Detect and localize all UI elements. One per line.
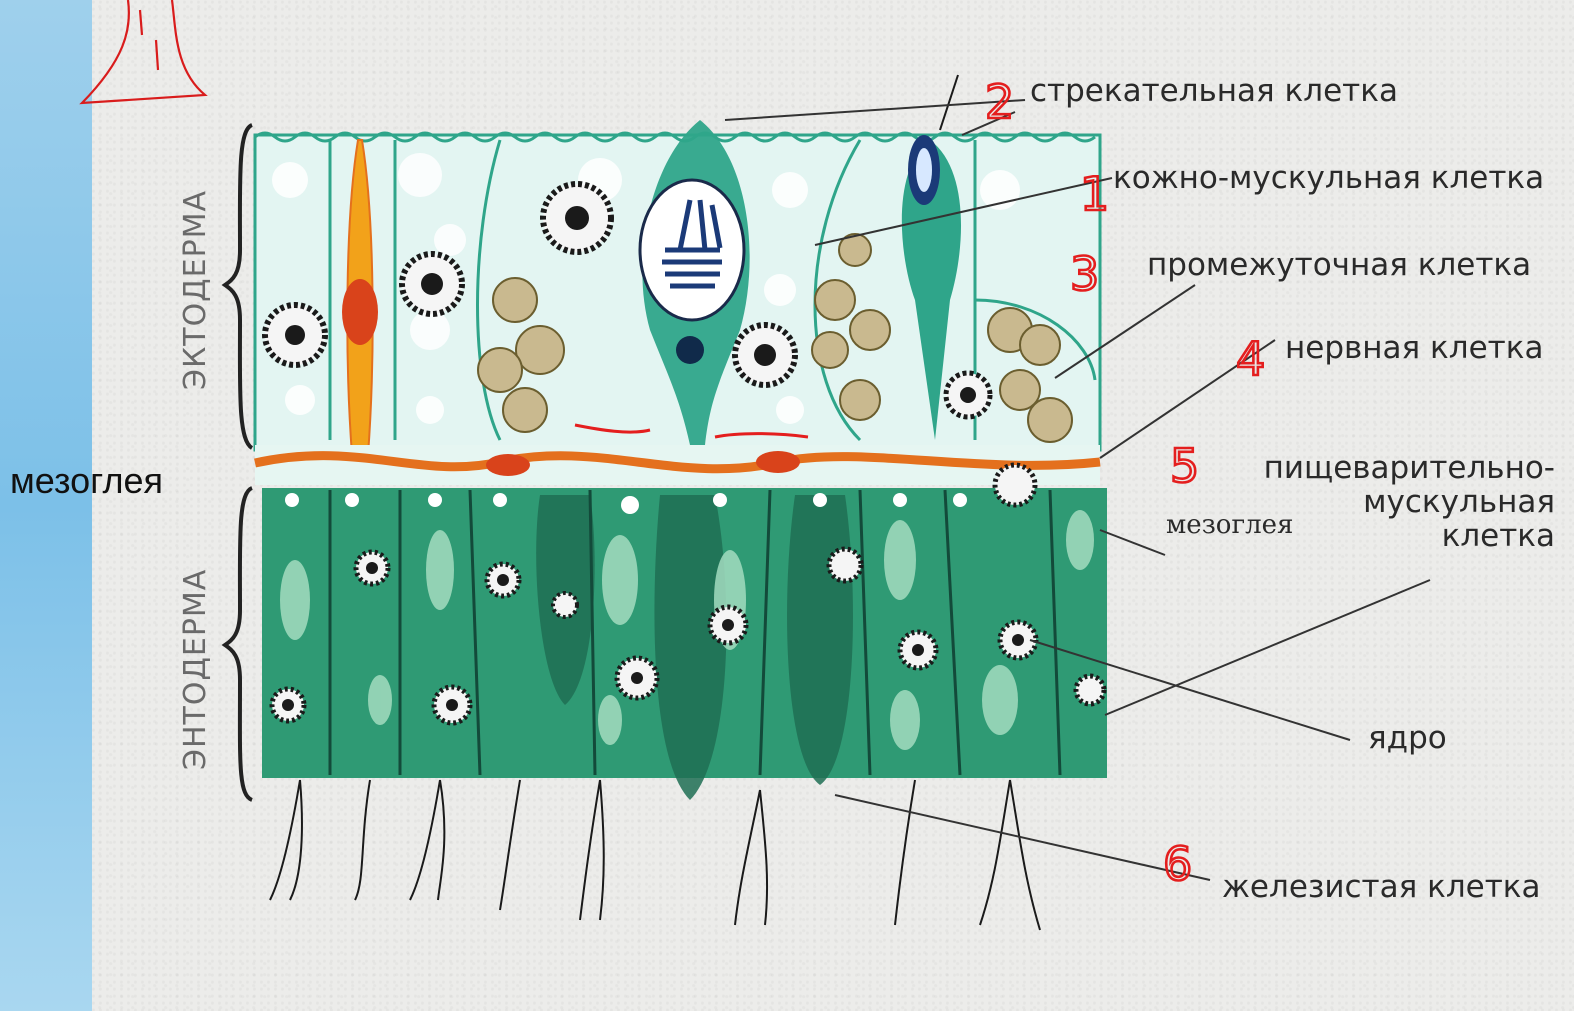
label-nucleus: ядро	[1368, 720, 1447, 756]
label-mesoglea: мезоглея	[1166, 510, 1293, 540]
ectoderm-layer	[255, 75, 1100, 455]
ectoderm-label: ЭКТОДЕРМА	[178, 190, 213, 390]
layer-brackets	[225, 125, 252, 800]
label-digestive-2: мускульная	[1363, 484, 1555, 520]
svg-text:3: 3	[1070, 247, 1099, 301]
svg-text:2: 2	[985, 75, 1014, 129]
endoderm-label: ЭНТОДЕРМА	[178, 569, 213, 770]
hydra-sketch-icon	[82, 0, 205, 103]
svg-text:1: 1	[1080, 167, 1109, 221]
label-intermediate-cell: промежуточная клетка	[1147, 247, 1531, 283]
endoderm-layer	[262, 465, 1107, 930]
label-digestive-1: пищеварительно-	[1264, 450, 1555, 486]
svg-text:6: 6	[1163, 837, 1192, 891]
svg-text:5: 5	[1170, 439, 1199, 493]
svg-text:4: 4	[1236, 332, 1265, 386]
label-nerve-cell: нервная клетка	[1285, 330, 1543, 366]
label-stinging-cell: стрекательная клетка	[1030, 73, 1398, 109]
label-glandular-cell: железистая клетка	[1222, 869, 1541, 905]
label-skin-muscle-cell: кожно-мускульная клетка	[1113, 160, 1544, 196]
label-digestive-3: клетка	[1442, 518, 1555, 554]
